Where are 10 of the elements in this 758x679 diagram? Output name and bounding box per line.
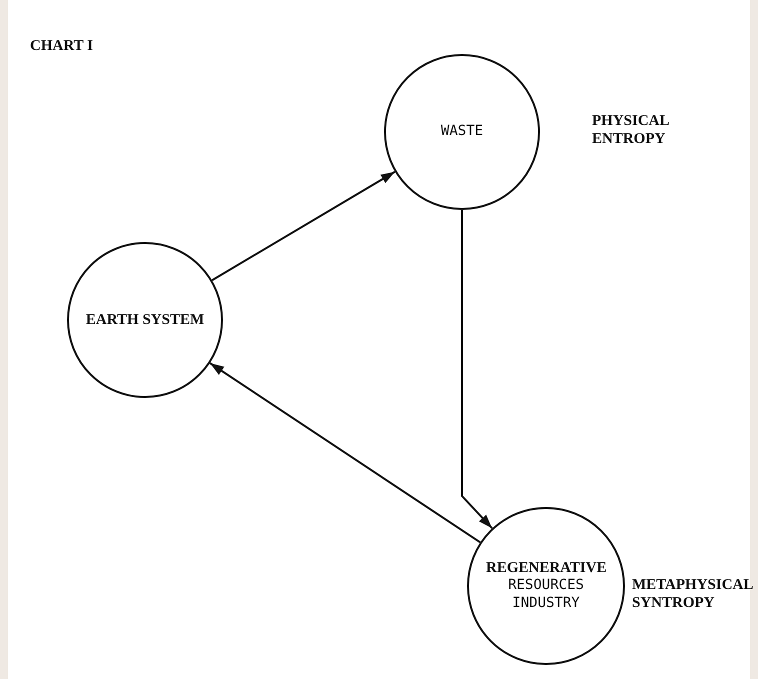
node-label: RESOURCES INDUSTRY	[507, 577, 585, 612]
chart-title: CHART I	[30, 38, 93, 55]
arrow	[461, 210, 493, 529]
arrow	[209, 362, 481, 544]
node-label: WASTE	[440, 123, 484, 141]
arrow	[212, 170, 396, 282]
side-note: METAPHYSICAL SYNTROPY	[632, 576, 754, 612]
node-label: EARTH SYSTEM	[86, 312, 204, 328]
side-note: PHYSICAL ENTROPY	[592, 112, 670, 148]
node-label: REGENERATIVE	[486, 560, 606, 577]
